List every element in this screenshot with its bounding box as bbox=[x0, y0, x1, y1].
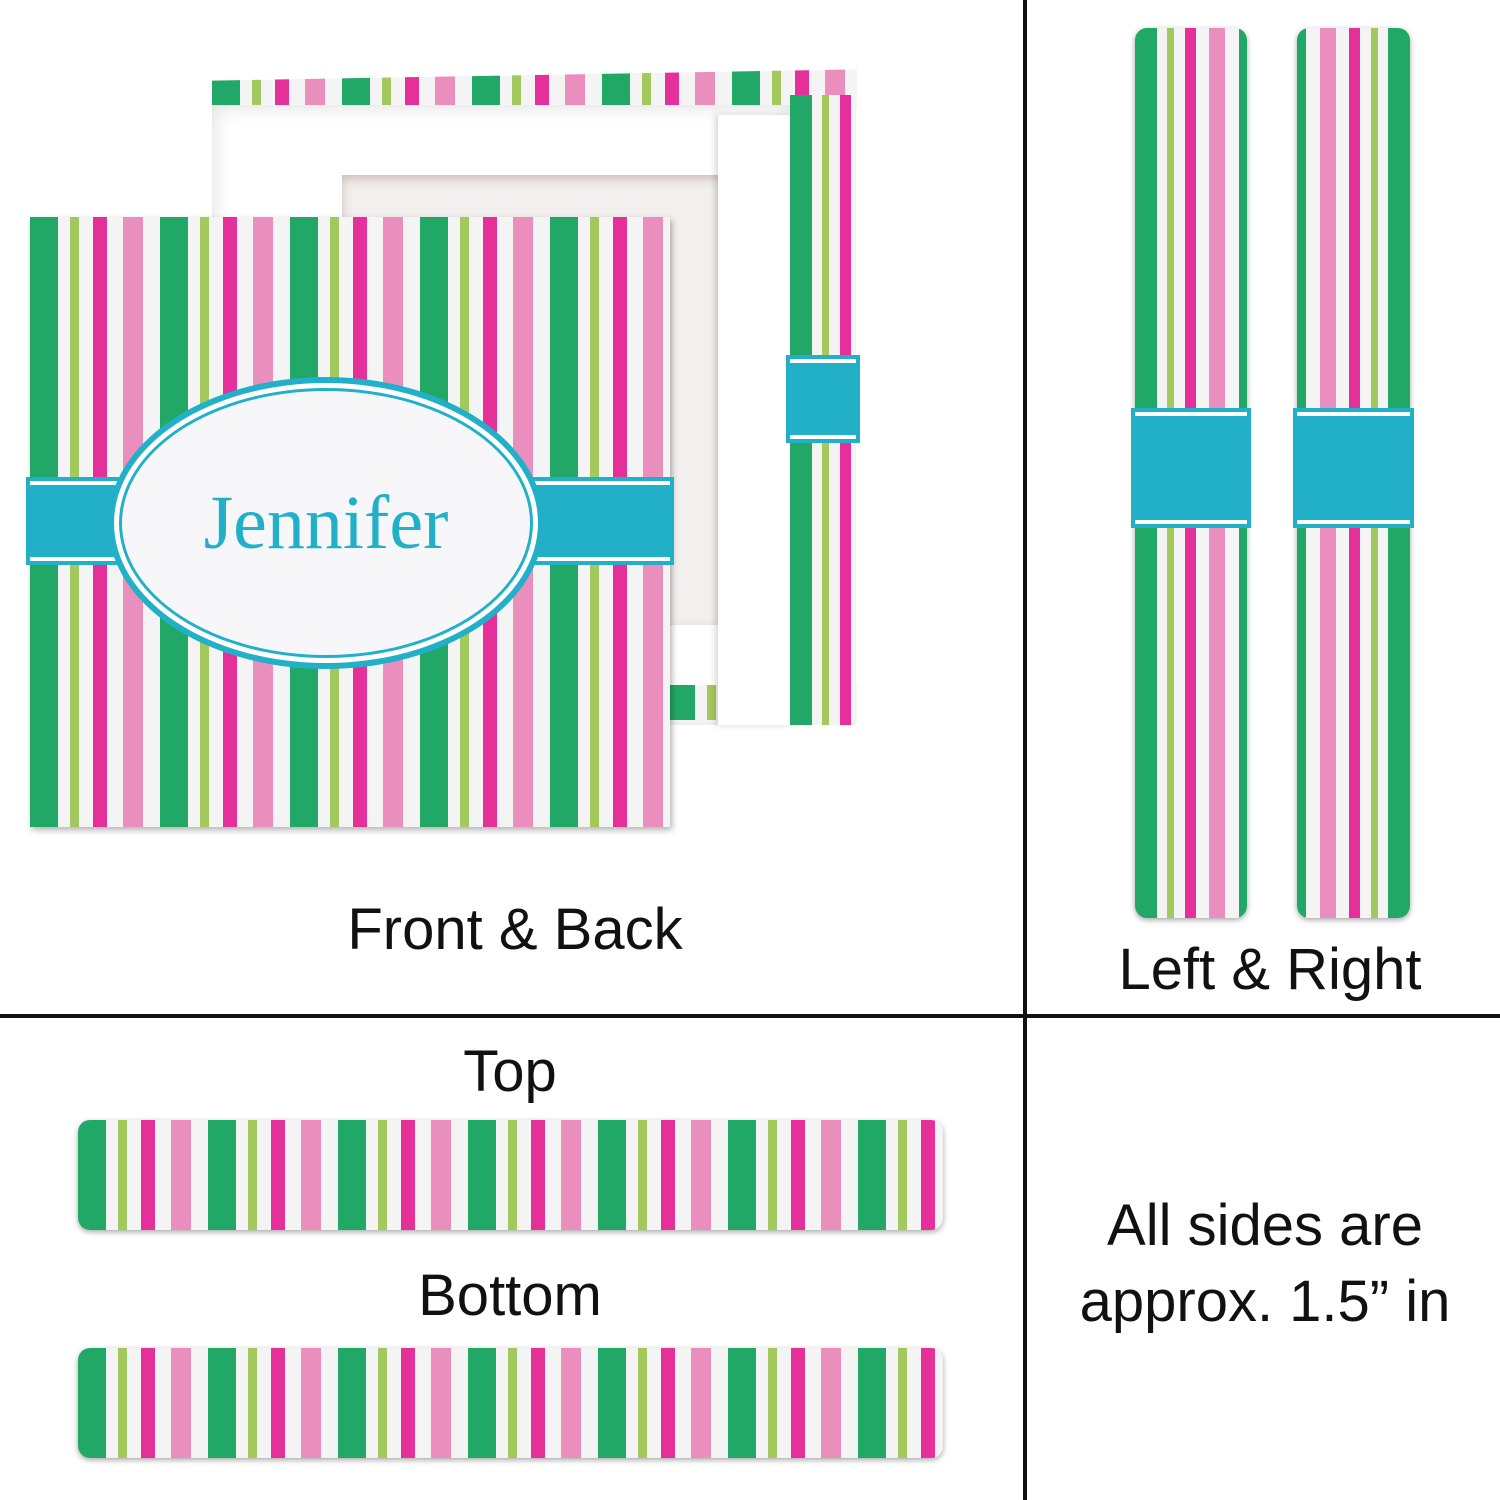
label-bottom: Bottom bbox=[418, 1263, 602, 1328]
canvas-name-text: Jennifer bbox=[203, 480, 449, 565]
bottom-side-strip bbox=[78, 1348, 943, 1458]
top-side-strip bbox=[78, 1120, 943, 1230]
note-line-1: All sides are bbox=[1107, 1193, 1423, 1258]
divider-horizontal bbox=[0, 1014, 1500, 1018]
front-canvas: Jennifer bbox=[26, 205, 674, 845]
note-line-2: approx. 1.5” in bbox=[1079, 1269, 1451, 1334]
label-front-back: Front & Back bbox=[347, 897, 683, 962]
name-oval: Jennifer bbox=[108, 377, 544, 669]
divider-vertical bbox=[1023, 0, 1027, 1500]
right-side-strip bbox=[1293, 28, 1414, 918]
left-side-strip bbox=[1131, 28, 1251, 918]
label-left-right: Left & Right bbox=[1118, 937, 1422, 1002]
label-top: Top bbox=[463, 1039, 557, 1104]
